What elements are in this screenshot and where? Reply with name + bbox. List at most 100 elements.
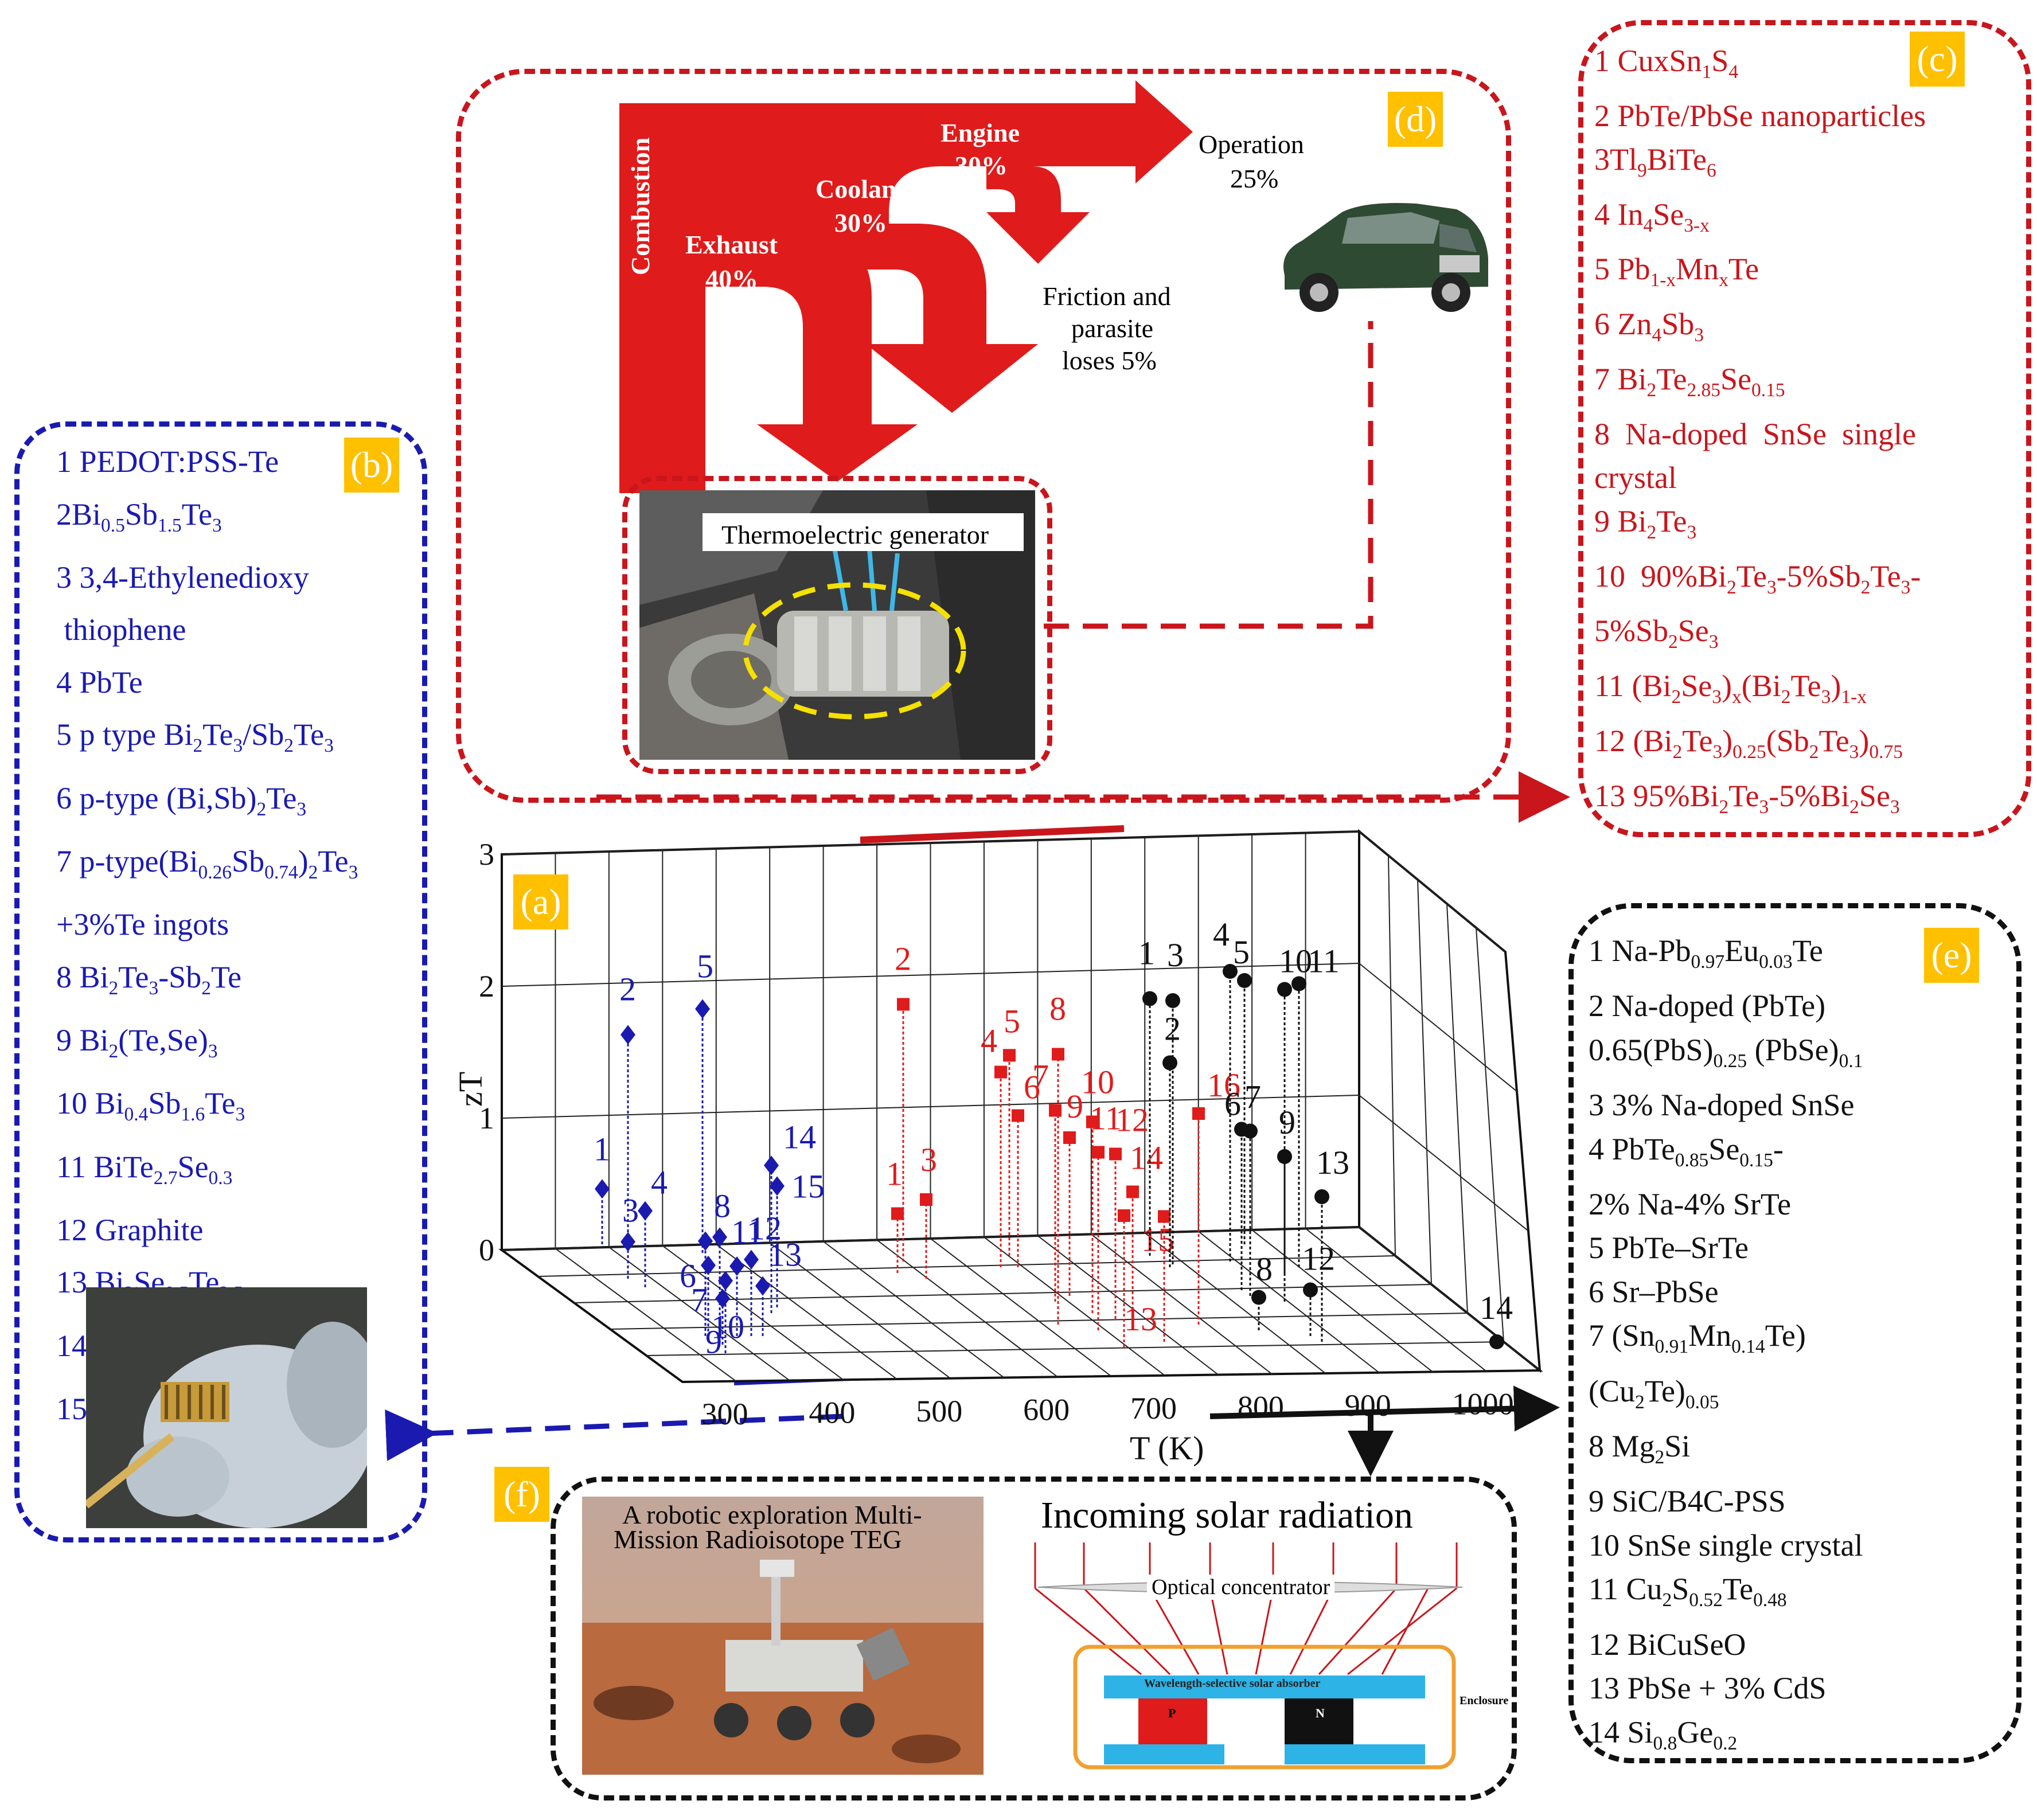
panel-c-item: 9 Bi2Te3 xyxy=(1594,503,1697,543)
chart-point xyxy=(595,1179,610,1199)
chart-point-label: 16 xyxy=(1207,1067,1240,1104)
flexible-teg-photo xyxy=(86,1287,367,1528)
panel-e-item: 9 SiC/B4C-PSS xyxy=(1589,1484,1786,1519)
chart-y-tick: 2 xyxy=(479,969,494,1003)
chart-point xyxy=(1012,1109,1024,1122)
panel-e-item: 6 Sr–PbSe xyxy=(1589,1274,1719,1309)
chart-gridline xyxy=(555,1248,737,1382)
chart-point-label: 9 xyxy=(1067,1088,1083,1125)
teg-label: Thermoelectric generator xyxy=(721,520,989,549)
arrow-to-e xyxy=(1209,1385,1560,1432)
rover-photo xyxy=(582,1497,984,1775)
coolant-label: Coolant xyxy=(815,174,905,204)
chart-point-label: 3 xyxy=(920,1141,937,1178)
chart-point xyxy=(1165,993,1180,1008)
chart-x-tick: 400 xyxy=(809,1395,855,1430)
chart-gridline xyxy=(501,1095,1360,1119)
chart-x-tick: 800 xyxy=(1238,1389,1284,1424)
panel-e-item: (Cu2Te)0.05 xyxy=(1589,1373,1719,1413)
chart-point-label: 8 xyxy=(714,1188,731,1225)
panel-c-item: 8 Na-doped SnSe single xyxy=(1594,416,1916,451)
chart-gridline xyxy=(1359,1095,1529,1232)
panel-b-item: 9 Bi2(Te,Se)3 xyxy=(56,1022,218,1062)
chart-gridline xyxy=(1388,855,1396,1256)
chart-point-label: 1 xyxy=(886,1155,903,1193)
panel-e-item: 10 SnSe single crystal xyxy=(1589,1528,1863,1563)
chart-gridline xyxy=(610,1313,1468,1330)
chart-x-tick: 500 xyxy=(916,1394,962,1428)
chart-point-label: 14 xyxy=(1480,1289,1513,1326)
chart-point xyxy=(1243,1123,1258,1139)
panel-c-item: crystal xyxy=(1594,460,1677,495)
panel-c-item: 10 90%Bi2Te3-5%Sb2Te3- xyxy=(1594,559,1921,598)
absorber-label: Wavelength-selective solar absorber xyxy=(1144,1677,1321,1690)
chart-point xyxy=(1049,1104,1062,1117)
panel-b-item: 4 PbTe xyxy=(56,665,143,700)
chart-point xyxy=(1192,1107,1205,1120)
arrow-to-b xyxy=(385,1409,844,1461)
chart-point xyxy=(897,998,910,1011)
chart-point xyxy=(920,1193,932,1206)
chart-point-label: 8 xyxy=(1049,990,1066,1028)
chart-x-tick: 700 xyxy=(1130,1391,1177,1425)
solar-title: Incoming solar radiation xyxy=(1041,1494,1413,1536)
chart-point-label: 3 xyxy=(622,1192,639,1229)
chart-point xyxy=(1092,1146,1105,1159)
chart-point-label: 11 xyxy=(731,1213,763,1251)
chart-point xyxy=(621,1025,635,1045)
panel-d xyxy=(456,69,1511,803)
chart-point-label: 10 xyxy=(1279,943,1312,980)
chart-point-label: 4 xyxy=(1213,916,1230,953)
chart-gridline xyxy=(1359,1227,1540,1371)
friction-label-3: loses 5% xyxy=(1062,346,1157,375)
chart-point xyxy=(1277,982,1292,997)
panel-f-tag: (f) xyxy=(494,1467,549,1522)
chart-point-label: 2 xyxy=(619,971,636,1008)
panel-e-item: 2% Na-4% SrTe xyxy=(1589,1186,1792,1221)
n-leg-label: N xyxy=(1316,1706,1325,1720)
panel-c-item: 13 95%Bi2Te3-5%Bi2Se3 xyxy=(1594,778,1900,818)
chart-point xyxy=(1251,1290,1266,1305)
chart-gridline xyxy=(1198,1231,1380,1373)
chart-point xyxy=(1086,1115,1099,1128)
chart-point xyxy=(701,1255,716,1275)
chart-gridline xyxy=(662,1245,844,1381)
panel-c-item: 5%Sb2Se3 xyxy=(1594,614,1719,653)
chart-gridline xyxy=(1476,927,1504,1342)
car-image xyxy=(1283,203,1488,312)
chart-point-label: 14 xyxy=(783,1118,816,1155)
panel-b-item: 3 3,4-Ethylenedioxy xyxy=(56,560,309,595)
chart-point-label: 9 xyxy=(705,1323,722,1361)
chart-y-tick: 1 xyxy=(479,1101,494,1135)
chart-point xyxy=(1142,991,1157,1006)
chart-gridline xyxy=(823,1241,1005,1378)
chart-point-label: 15 xyxy=(1141,1221,1174,1259)
chart-point xyxy=(729,1256,744,1276)
chart-point xyxy=(1223,964,1238,979)
chart-gridline xyxy=(716,1244,897,1380)
chart-point xyxy=(621,1232,635,1252)
chart-point xyxy=(744,1249,759,1270)
chart-x-tick: 900 xyxy=(1345,1388,1391,1423)
chart-point-label: 6 xyxy=(1224,1085,1241,1122)
teg-photo xyxy=(639,490,1035,760)
chart-point xyxy=(1052,1048,1064,1061)
red-bracket xyxy=(860,825,1125,843)
chart-gridline xyxy=(1091,1233,1273,1375)
panel-c-item: 4 In4Se3-x xyxy=(1594,197,1710,236)
chart-point xyxy=(770,1176,785,1196)
panel-b-item: 11 BiTe2.7Se0.3 xyxy=(56,1149,233,1189)
operation-label: Operation xyxy=(1199,130,1304,159)
chart-point-label: 8 xyxy=(1256,1251,1273,1288)
panel-b-item: 1 PEDOT:PSS-Te xyxy=(56,444,279,479)
panel-e-item: 4 PbTe0.85Se0.15- xyxy=(1589,1131,1784,1171)
chart-point xyxy=(891,1207,904,1220)
chart-point-label: 1 xyxy=(594,1130,610,1167)
panel-b-item: 7 p-type(Bi0.26Sb0.74)2Te3 xyxy=(56,843,358,883)
chart-gridline xyxy=(769,1242,951,1379)
panel-c-item: 12 (Bi2Te3)0.25(Sb2Te3)0.75 xyxy=(1594,723,1903,763)
panel-e-item: 5 PbTe–SrTe xyxy=(1589,1231,1749,1266)
chart-gridline xyxy=(1144,1232,1326,1374)
